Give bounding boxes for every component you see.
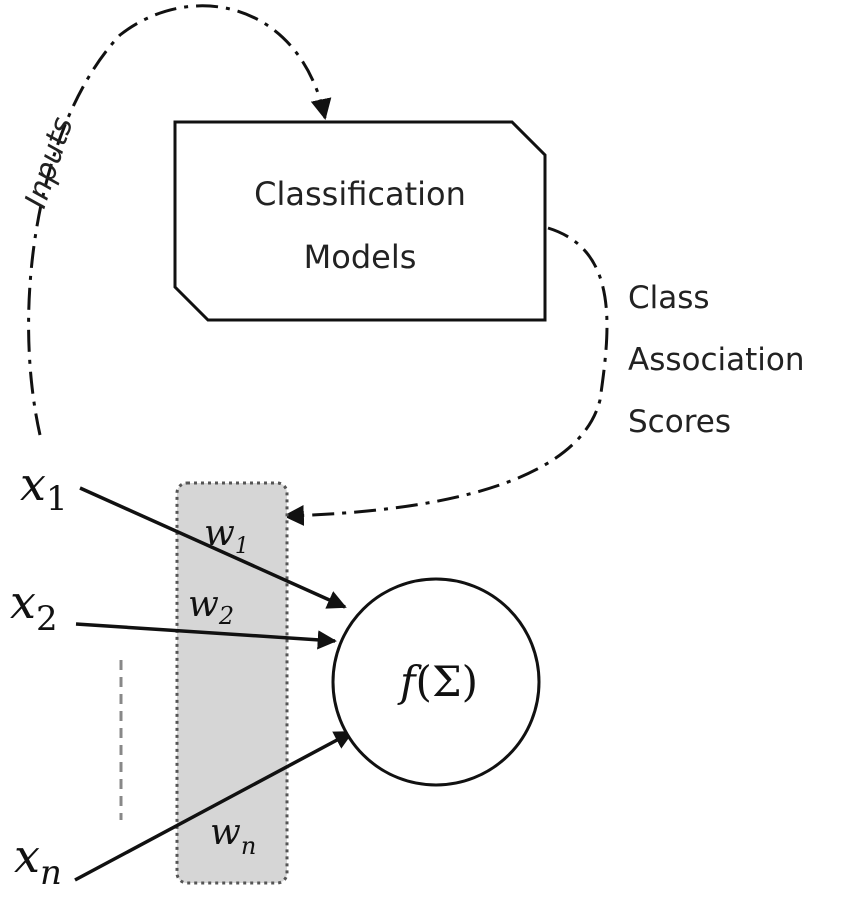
inputs-label: Inputs <box>18 113 80 213</box>
input-xn-arrow <box>74 730 354 882</box>
input-x2-arrow <box>75 622 337 650</box>
scores-flow-arrow <box>282 226 609 526</box>
neuron-function-label: f(Σ) <box>397 657 478 706</box>
weight-wn-label: wn <box>210 812 256 860</box>
input-x1-arrow <box>79 486 347 609</box>
input-x2-label: x2 <box>10 575 58 639</box>
model-label-line1: Classification <box>254 175 466 213</box>
weight-w2-label: w2 <box>188 584 234 630</box>
neuron-node <box>331 577 541 787</box>
scores-label-line2: Association <box>628 342 805 378</box>
model-label-line2: Models <box>304 238 417 276</box>
classification-models-box <box>173 120 547 322</box>
input-x1-label: x1 <box>20 457 68 519</box>
scores-label-line3: Scores <box>628 404 731 440</box>
scores-label-line1: Class <box>628 280 710 316</box>
inputs-flow-arrow <box>27 4 332 436</box>
input-xn-label: xn <box>14 829 62 893</box>
